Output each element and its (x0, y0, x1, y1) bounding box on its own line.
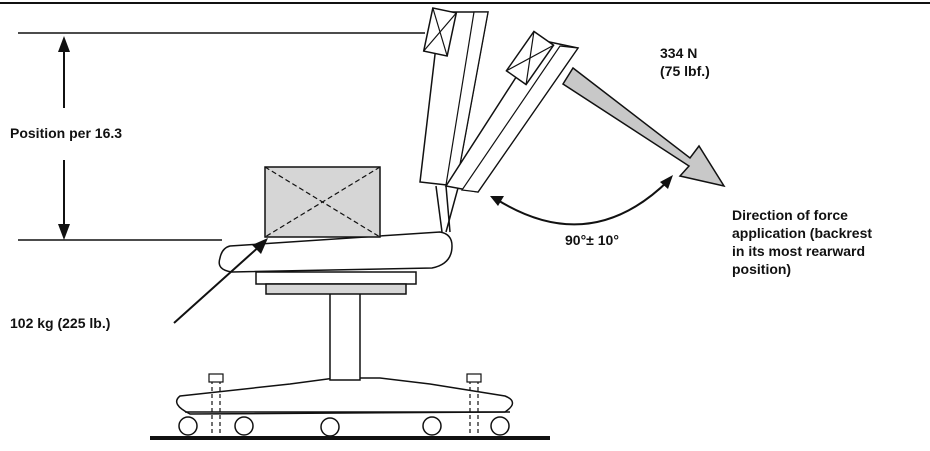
arrow-up-head (58, 36, 70, 52)
base-frame (175, 377, 514, 415)
load-arrow-head (252, 238, 268, 254)
chair-column (329, 291, 361, 381)
arrow-down-head (58, 224, 70, 240)
seat-cushion (218, 231, 453, 273)
restraint-lines (211, 380, 479, 434)
caster-wheel (320, 417, 340, 437)
load-arrow-shaft (173, 243, 263, 324)
backrest-upright (419, 7, 489, 187)
angle-arc-head-left (490, 196, 504, 206)
force-value-lbf: (75 lbf.) (660, 63, 710, 79)
caster-wheel (490, 416, 510, 436)
force-value-newtons: 334 N (660, 45, 698, 61)
chair-base (175, 377, 514, 437)
restraint-clamp (208, 373, 224, 383)
angle-arc-head-right (660, 175, 673, 189)
position-dimension (18, 32, 425, 241)
angle-arc (495, 179, 670, 226)
direction-line: application (backrest (732, 225, 873, 241)
restraint-clamp (466, 373, 482, 383)
force-value-label: 334 N (75 lbf.) (660, 44, 710, 80)
direction-line: in its most rearward (732, 243, 866, 259)
backrest-struts (435, 185, 459, 233)
backrest-reclined (444, 30, 580, 193)
load-label: 102 kg (225 lb.) (10, 315, 111, 331)
caster-wheel (422, 416, 442, 436)
seat-load-block (264, 166, 381, 238)
angle-label: 90°± 10° (565, 232, 619, 248)
caster-wheel (234, 416, 254, 436)
position-label: Position per 16.3 (10, 125, 123, 141)
seat-plate-lower (265, 283, 407, 295)
seat-plate-upper (255, 271, 417, 285)
caster-wheel (178, 416, 198, 436)
direction-line: position) (732, 261, 792, 277)
direction-label: Direction of force application (backrest… (732, 206, 872, 278)
force-direction-arrow (561, 66, 726, 188)
direction-line: Direction of force (732, 207, 848, 223)
